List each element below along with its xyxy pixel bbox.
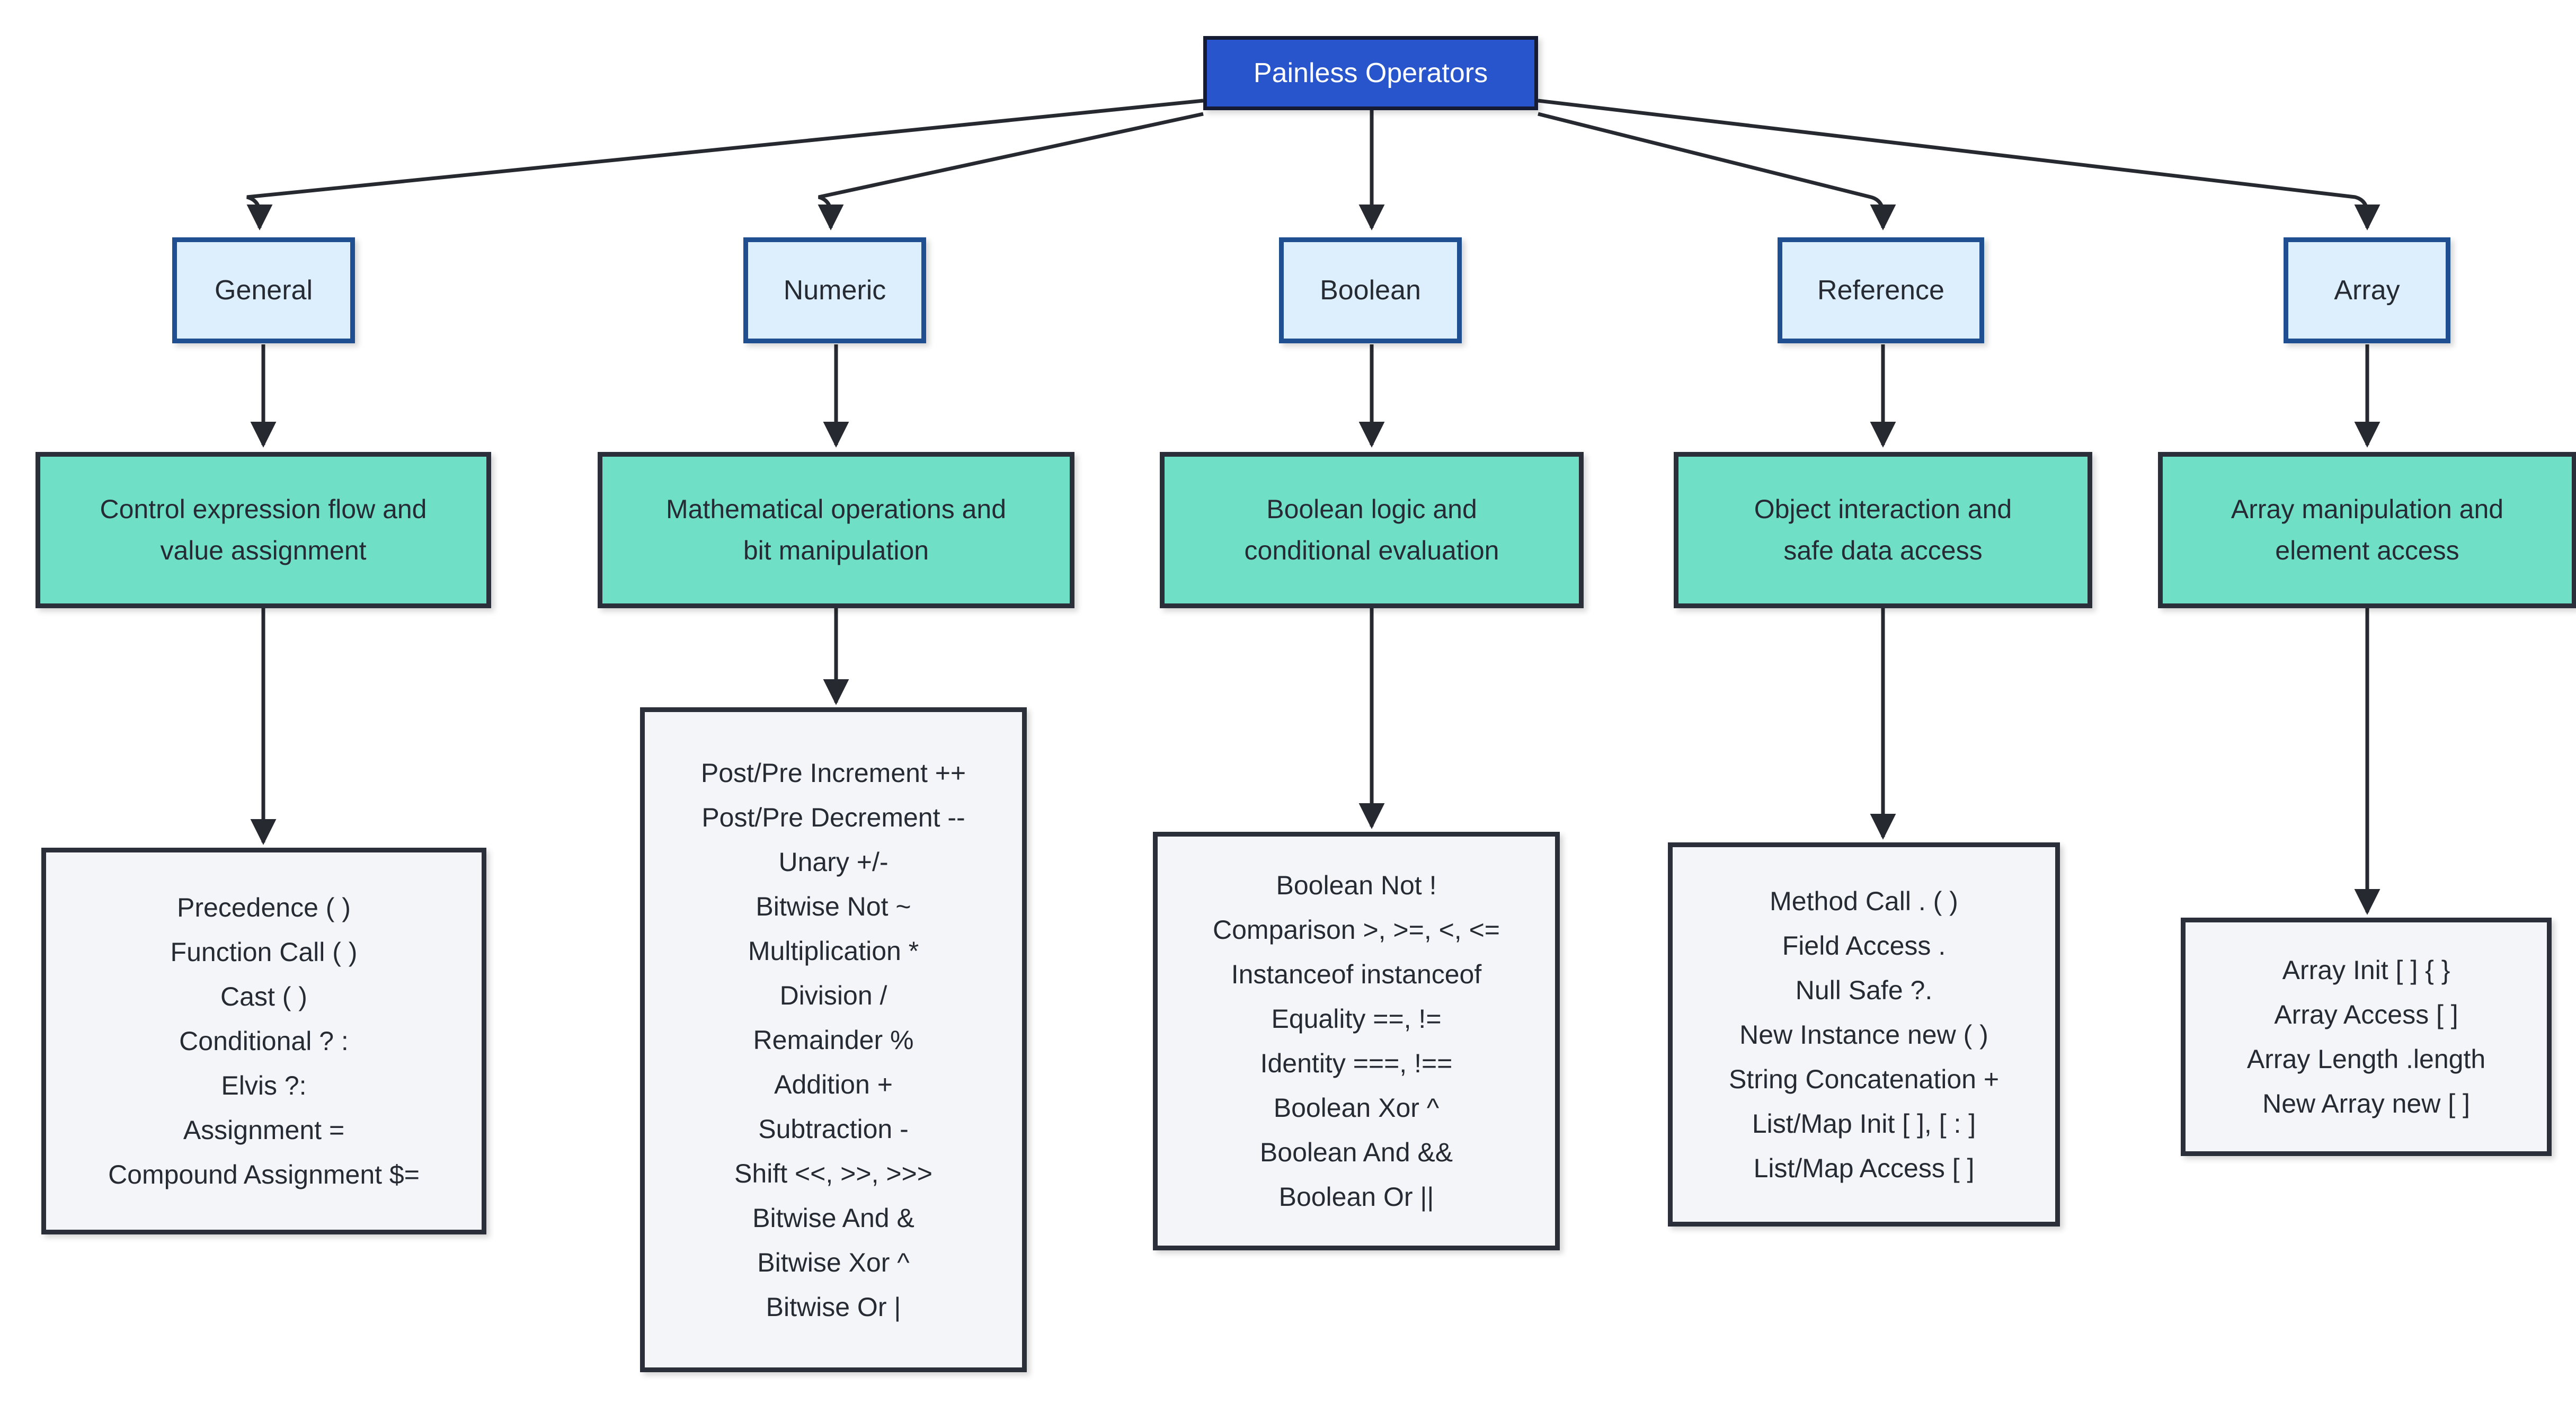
description-line-2: value assignment	[160, 535, 367, 565]
category-label-general: General	[215, 275, 313, 306]
description-node-numeric[interactable]: Mathematical operations and bit manipula…	[598, 452, 1074, 608]
operator-item: Multiplication *	[748, 936, 919, 966]
category-label-array: Array	[2334, 275, 2400, 306]
operators-node-reference[interactable]: Method Call . ( ) Field Access . Null Safe…	[1668, 842, 2060, 1227]
operator-item: Post/Pre Increment ++	[700, 758, 966, 788]
operator-item: Array Init [ ] { }	[2282, 955, 2450, 985]
operator-item: Unary +/-	[778, 847, 889, 877]
root-node[interactable]: Painless Operators	[1203, 36, 1538, 110]
description-text-general: Control expression flow and value assign…	[100, 489, 427, 571]
description-text-array: Array manipulation and element access	[2231, 489, 2503, 571]
edge-root-to-array	[1538, 99, 2380, 230]
operator-item: Bitwise Xor ^	[757, 1247, 910, 1277]
category-node-general[interactable]: General	[172, 237, 355, 343]
category-node-reference[interactable]: Reference	[1778, 237, 1984, 343]
edge-root-to-numeric	[818, 112, 1204, 230]
operator-item: Shift <<, >>, >>>	[734, 1158, 932, 1188]
description-line-2: element access	[2275, 535, 2459, 565]
operator-item: Instanceof instanceof	[1231, 959, 1482, 989]
operator-item: Bitwise Or |	[766, 1292, 901, 1322]
operator-item: Boolean Or ||	[1278, 1182, 1434, 1212]
operator-item: Array Access [ ]	[2274, 1000, 2458, 1029]
category-node-array[interactable]: Array	[2284, 237, 2450, 343]
operator-item: String Concatenation +	[1728, 1064, 2000, 1094]
description-line-1: Object interaction and	[1754, 494, 2012, 524]
operator-item: Precedence ( )	[177, 893, 351, 922]
operator-item: Assignment =	[183, 1115, 345, 1145]
description-node-boolean[interactable]: Boolean logic and conditional evaluation	[1160, 452, 1584, 608]
category-label-boolean: Boolean	[1320, 275, 1421, 306]
operator-item: Addition +	[774, 1069, 893, 1099]
category-node-boolean[interactable]: Boolean	[1279, 237, 1462, 343]
operator-item: List/Map Access [ ]	[1753, 1153, 1975, 1183]
operator-item: Post/Pre Decrement --	[701, 802, 965, 832]
description-node-reference[interactable]: Object interaction and safe data access	[1674, 452, 2092, 608]
description-node-general[interactable]: Control expression flow and value assign…	[35, 452, 491, 608]
operator-item: Identity ===, !==	[1260, 1048, 1453, 1078]
description-text-numeric: Mathematical operations and bit manipula…	[666, 489, 1006, 571]
operator-item: Remainder %	[753, 1025, 914, 1055]
operator-item: Field Access .	[1782, 930, 1946, 961]
operator-item: Equality ==, !=	[1271, 1004, 1442, 1034]
operator-item: New Instance new ( )	[1739, 1019, 1988, 1050]
operator-item: List/Map Init [ ], [ : ]	[1752, 1108, 1976, 1139]
operator-item: Function Call ( )	[170, 937, 358, 967]
root-node-label: Painless Operators	[1253, 58, 1488, 88]
operator-item: Boolean Xor ^	[1273, 1093, 1440, 1123]
operators-node-array[interactable]: Array Init [ ] { } Array Access [ ] Array …	[2181, 918, 2552, 1156]
category-node-numeric[interactable]: Numeric	[743, 237, 926, 343]
operator-item: Cast ( )	[220, 982, 307, 1011]
operator-item: Boolean And &&	[1259, 1138, 1453, 1167]
description-line-2: safe data access	[1783, 535, 1983, 565]
description-text-reference: Object interaction and safe data access	[1754, 489, 2012, 571]
operator-item: Elvis ?:	[221, 1071, 307, 1100]
operator-item: Compound Assignment $=	[108, 1160, 420, 1189]
operator-item: New Array new [ ]	[2262, 1089, 2470, 1118]
edge-root-to-reference	[1538, 112, 1896, 230]
description-line-1: Array manipulation and	[2231, 494, 2504, 524]
operator-item: Conditional ? :	[179, 1026, 349, 1056]
description-line-1: Boolean logic and	[1266, 494, 1477, 524]
description-node-array[interactable]: Array manipulation and element access	[2158, 452, 2576, 608]
category-label-numeric: Numeric	[783, 275, 886, 306]
description-line-2: bit manipulation	[743, 535, 929, 565]
operators-node-numeric[interactable]: Post/Pre Increment ++ Post/Pre Decrement …	[640, 707, 1027, 1372]
operator-item: Comparison >, >=, <, <=	[1213, 915, 1500, 945]
operator-item: Array Length .length	[2246, 1044, 2486, 1074]
description-text-boolean: Boolean logic and conditional evaluation	[1245, 489, 1499, 571]
operator-item: Null Safe ?.	[1795, 975, 1933, 1005]
operators-node-boolean[interactable]: Boolean Not ! Comparison >, >=, <, <= Inst…	[1153, 832, 1560, 1250]
category-label-reference: Reference	[1817, 275, 1944, 306]
operator-item: Bitwise Not ~	[756, 891, 911, 921]
operators-node-general[interactable]: Precedence ( ) Function Call ( ) Cast ( ) C…	[41, 848, 486, 1234]
operator-item: Method Call . ( )	[1770, 886, 1958, 916]
operator-item: Subtraction -	[758, 1114, 909, 1144]
description-line-1: Mathematical operations and	[665, 494, 1007, 524]
operator-item: Division /	[779, 980, 887, 1010]
operator-item: Boolean Not !	[1276, 870, 1437, 900]
operator-item: Bitwise And &	[752, 1203, 914, 1233]
description-line-2: conditional evaluation	[1244, 535, 1499, 565]
description-line-1: Control expression flow and	[100, 494, 427, 524]
edge-root-to-general	[246, 99, 1204, 230]
